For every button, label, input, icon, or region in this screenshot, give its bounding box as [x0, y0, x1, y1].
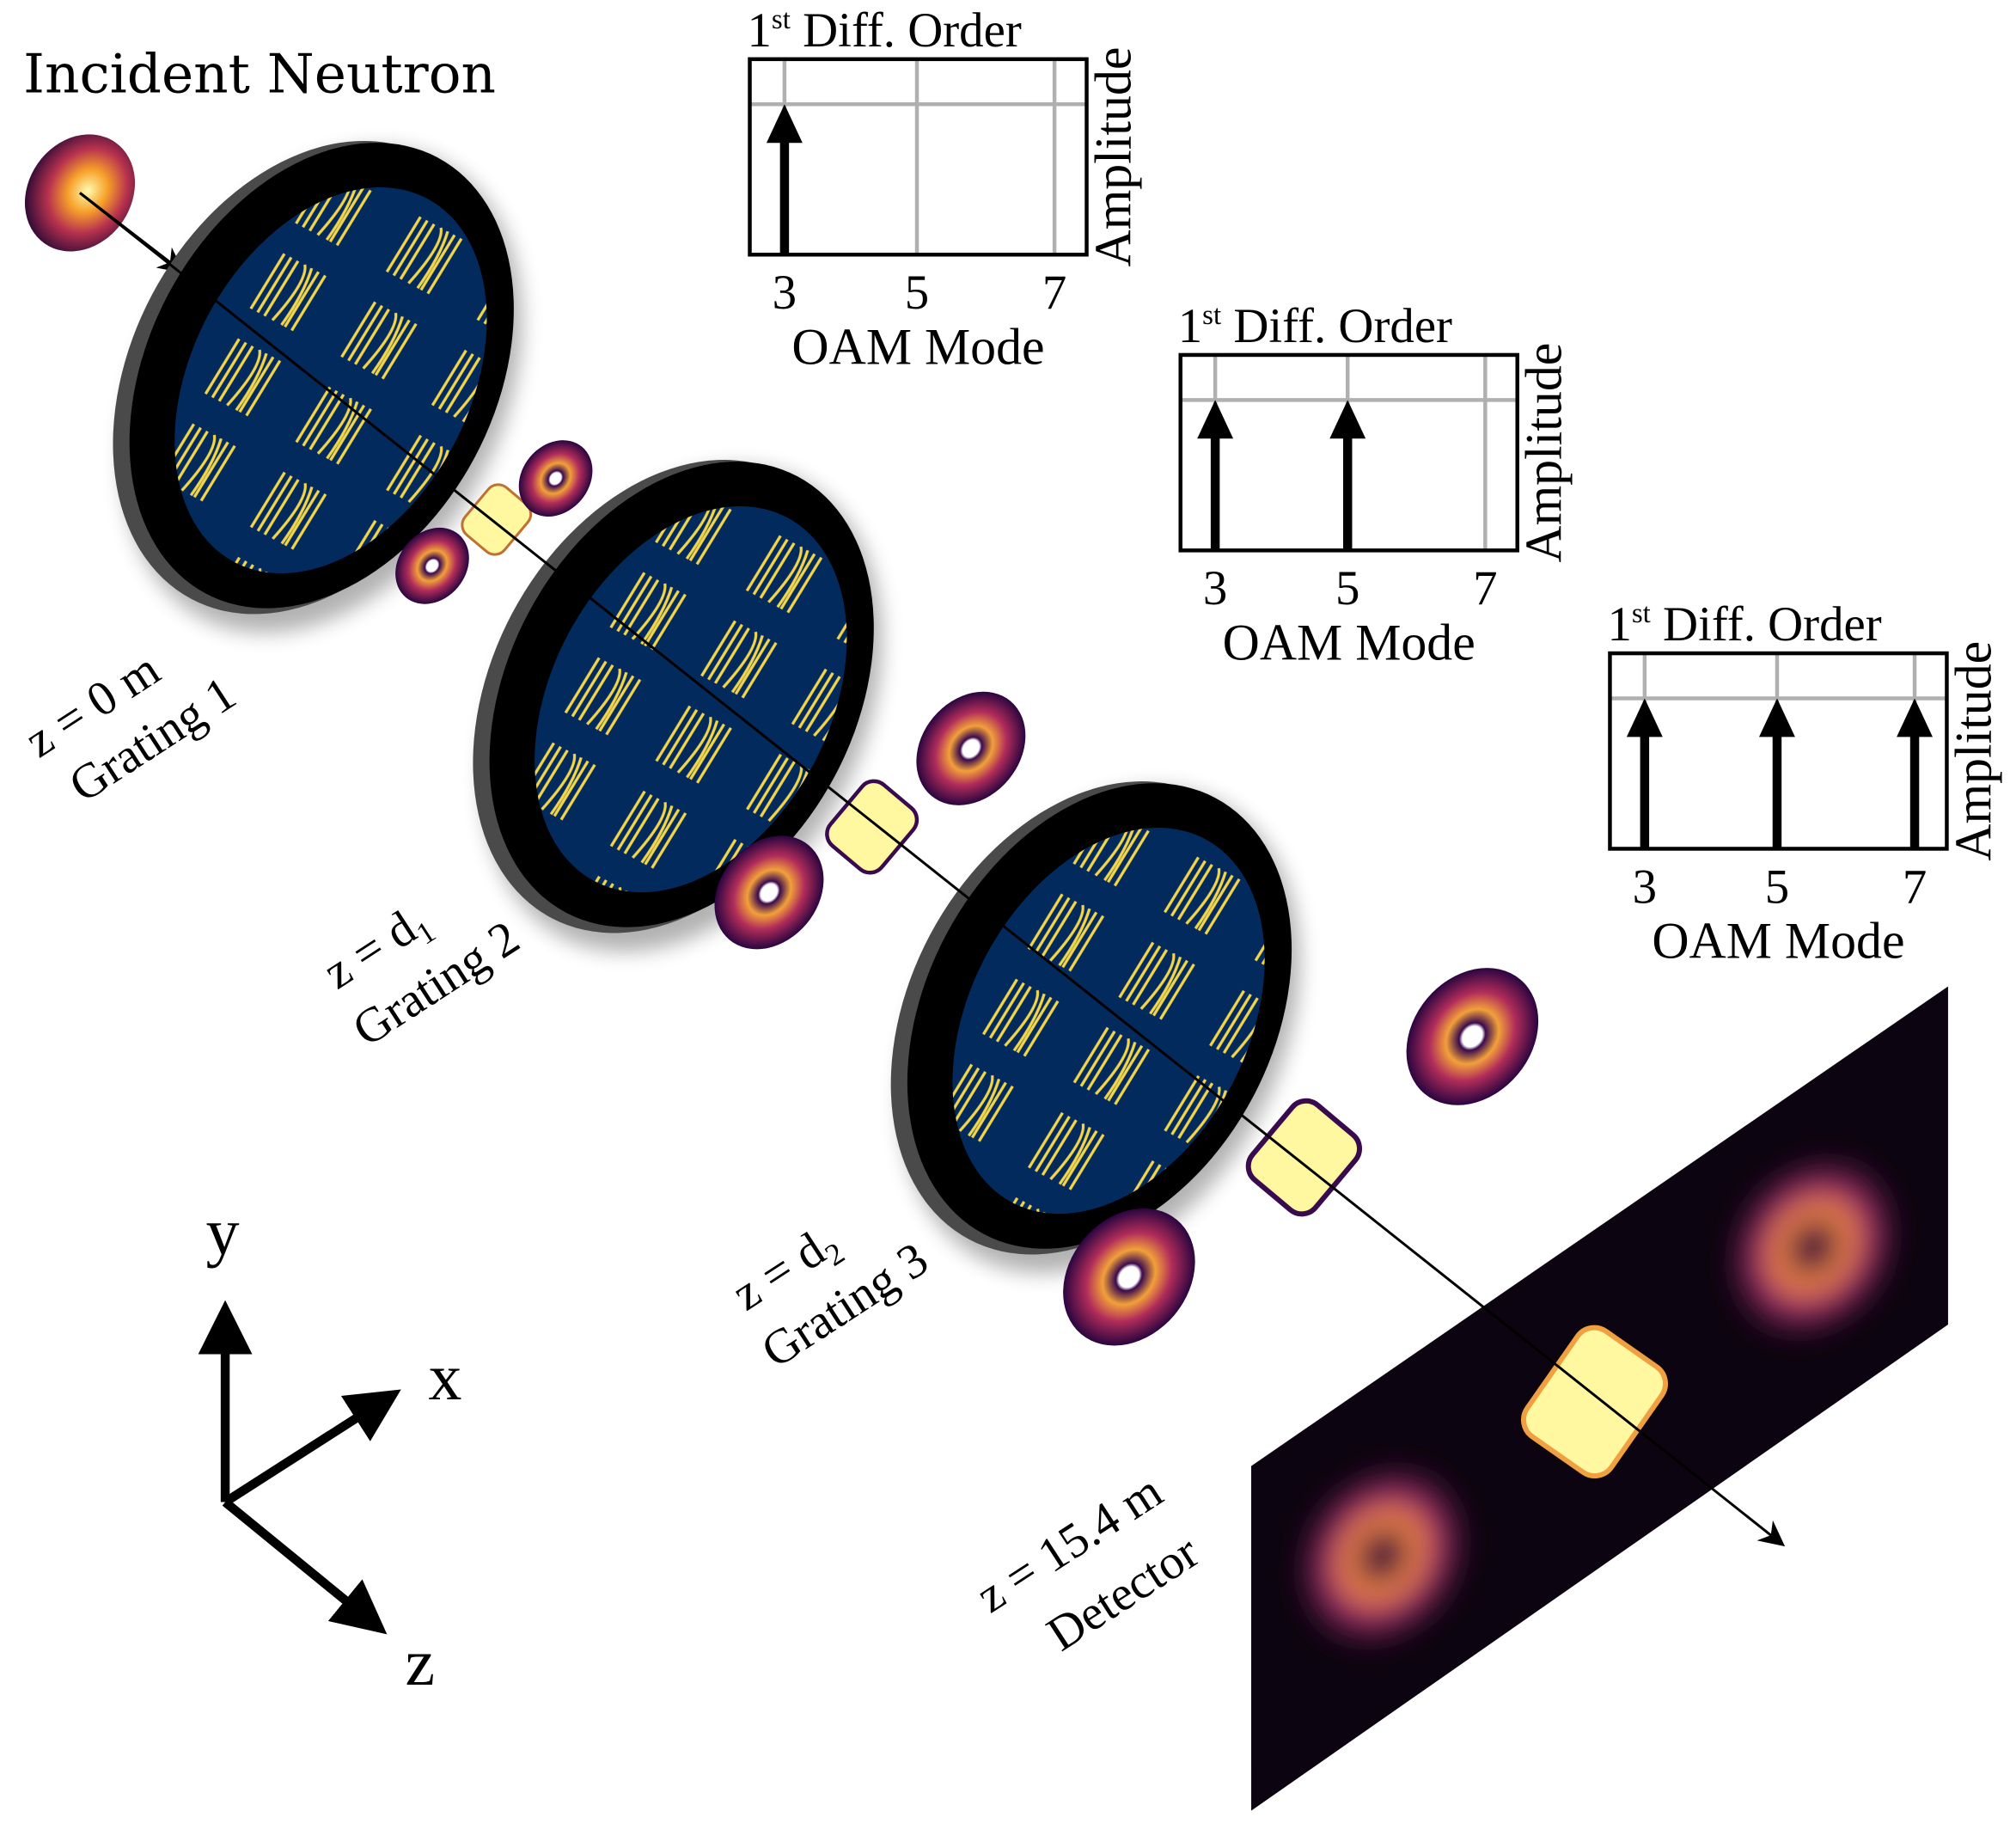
title-superscript: st [1632, 598, 1651, 629]
label-grating-3: z = d2 Grating 3 [723, 1222, 938, 1379]
amplitude-arrow-head [1626, 698, 1663, 737]
x-tick-label: 7 [1042, 266, 1066, 320]
amplitude-arrow-head [1329, 400, 1366, 439]
label-grating-1: z = 0 m Grating 1 [15, 642, 245, 813]
chart-title: 1st Diff. Order [1178, 299, 1452, 353]
grating-3 [890, 781, 1300, 1274]
beam-after-grating-3 [1063, 968, 1539, 1346]
x-axis-title: OAM Mode [791, 318, 1044, 375]
x-axis-title: OAM Mode [1652, 913, 1904, 970]
amplitude-arrow-head [766, 104, 803, 144]
title-incident-neutron: Incident Neutron [23, 43, 496, 106]
title-text: Diff. Order [791, 3, 1022, 58]
amplitude-arrow-head [1759, 698, 1795, 737]
grating-2 [473, 460, 883, 952]
chart-title: 1st Diff. Order [1607, 597, 1881, 652]
title-order-number: 1 [1178, 299, 1202, 353]
y-axis-label: y [206, 1195, 240, 1269]
label-detector: z = 15.4 m Detector [967, 1464, 1208, 1661]
grating-fringes [535, 505, 847, 893]
amplitude-arrow-head [1897, 698, 1933, 737]
x-axis-title: OAM Mode [1223, 615, 1475, 671]
x-tick-label: 3 [773, 266, 797, 320]
title-superscript: st [1202, 300, 1221, 331]
beam-after-grating-2 [714, 691, 1026, 950]
z-axis-arrow [222, 1498, 388, 1635]
detector-side-lobe [1716, 1144, 1910, 1351]
title-text: Diff. Order [1651, 597, 1882, 652]
x-tick-label: 5 [1765, 860, 1789, 914]
grating-1 [113, 140, 522, 633]
y-axis-title: Amplitude [1516, 343, 1573, 563]
grating-fringes [952, 828, 1265, 1215]
chart-title: 1st Diff. Order [748, 3, 1022, 58]
amplitude-arrow-head [1197, 400, 1234, 439]
coordinate-axes [198, 1300, 401, 1635]
x-tick-label: 3 [1203, 561, 1227, 615]
y-axis-title: Amplitude [1084, 47, 1141, 267]
grating-fringes [174, 187, 487, 574]
x-tick-label: 7 [1473, 561, 1497, 615]
beam-after-grating-1 [395, 440, 593, 604]
x-tick-label: 3 [1633, 860, 1657, 914]
beam-axis [79, 192, 1786, 1547]
x-tick-label: 5 [1335, 561, 1359, 615]
x-tick-label: 7 [1903, 860, 1927, 914]
x-axis-arrow [223, 1389, 401, 1506]
detector-central-spot [1520, 1325, 1669, 1479]
title-order-number: 1 [748, 3, 772, 58]
chart-frame [748, 57, 1089, 257]
label-grating-2: z = d1 Grating 2 [314, 901, 528, 1057]
z-axis-label: z [406, 1625, 436, 1699]
y-axis-title: Amplitude [1945, 641, 2001, 861]
x-axis-label: x [428, 1340, 461, 1414]
title-text: Diff. Order [1221, 299, 1452, 353]
x-tick-label: 5 [905, 266, 929, 320]
title-superscript: st [772, 4, 791, 35]
detector-side-lobe [1286, 1453, 1480, 1660]
title-order-number: 1 [1607, 597, 1631, 652]
